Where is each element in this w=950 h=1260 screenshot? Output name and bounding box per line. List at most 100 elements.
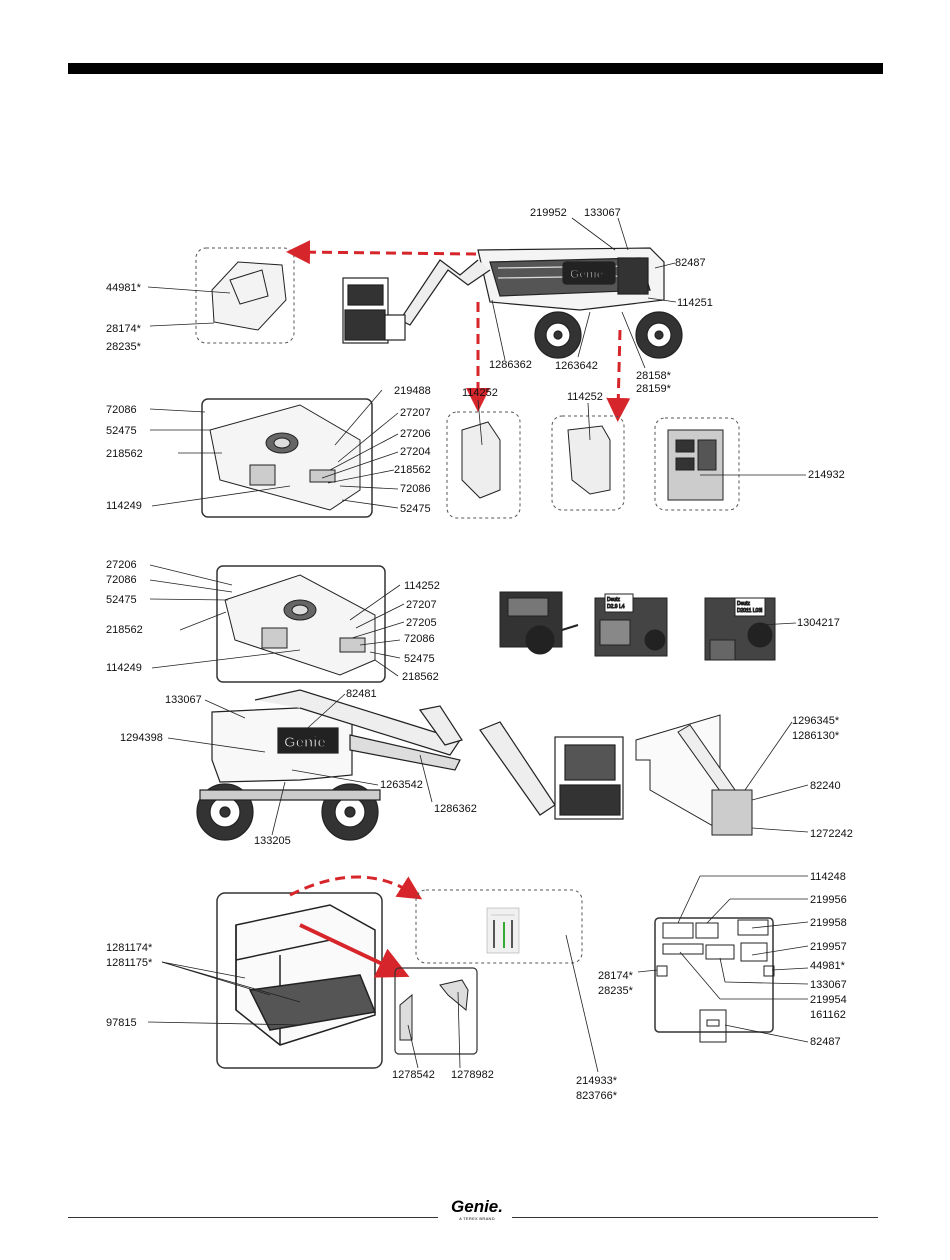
label-28159: 28159* <box>636 383 672 395</box>
detail-box-114252-a <box>446 411 521 519</box>
label-114249c: 114249 <box>106 662 142 674</box>
footer-rule-left <box>68 1217 438 1218</box>
leader-lines-3 <box>149 564 405 677</box>
leader-lines-4 <box>167 693 433 836</box>
label-133067-mid: 133067 <box>165 694 202 706</box>
turntable-frame-1 <box>201 398 373 518</box>
label-1281174: 1281174* <box>106 942 153 954</box>
engine-2: Deutz D2.9 L4 <box>594 593 668 657</box>
label-1286130: 1286130* <box>792 730 840 742</box>
bracket-part-b <box>567 425 611 495</box>
label-52475c: 52475 <box>106 594 137 606</box>
leader-lines-2 <box>149 389 399 509</box>
machine-rear-view: Genie <box>342 247 683 359</box>
label-1304217: 1304217 <box>797 617 840 629</box>
manual-detail-box <box>415 889 583 964</box>
label-82487-panel: 82487 <box>810 1036 841 1048</box>
callout-arrow-3 <box>606 329 631 422</box>
label-823766: 823766* <box>576 1090 618 1102</box>
header-rule <box>68 63 883 74</box>
label-1272242: 1272242 <box>810 828 853 840</box>
label-82487: 82487 <box>675 257 706 269</box>
detail-box-1 <box>195 247 295 344</box>
label-218562c: 218562 <box>106 624 143 636</box>
callout-arrow-1 <box>286 240 477 265</box>
leader-lines-6 <box>147 961 303 1026</box>
callout-arrow-4 <box>289 875 423 900</box>
label-114248: 114248 <box>810 871 846 883</box>
footer-logo: Genie. A TEREX BRAND <box>446 1198 508 1222</box>
detail-box-214932 <box>654 417 740 511</box>
label-1278982: 1278982 <box>451 1069 494 1081</box>
label-219958: 219958 <box>810 917 847 929</box>
detail-1-part <box>211 261 287 331</box>
label-72086b: 72086 <box>400 483 431 495</box>
label-114251: 114251 <box>677 297 713 309</box>
label-27206: 27206 <box>400 428 431 440</box>
manual-holder-frame <box>394 967 478 1055</box>
label-1263642: 1263642 <box>555 360 598 372</box>
label-52475b: 52475 <box>400 503 431 515</box>
label-1294398: 1294398 <box>120 732 163 744</box>
engine-1 <box>499 591 579 655</box>
label-72086c: 72086 <box>106 574 137 586</box>
platform-frame <box>216 892 383 1069</box>
label-28174-panel: 28174* <box>598 970 634 982</box>
genie-logo: Genie <box>570 267 604 281</box>
label-219954: 219954 <box>810 994 847 1006</box>
label-97815: 97815 <box>106 1017 137 1029</box>
label-1296345: 1296345* <box>792 715 840 727</box>
label-52475: 52475 <box>106 425 137 437</box>
leader-lines-5 <box>744 721 809 833</box>
leader-lines-7 <box>637 875 809 1043</box>
label-1278542: 1278542 <box>392 1069 435 1081</box>
label-114249: 114249 <box>106 500 142 512</box>
label-218562d: 218562 <box>402 671 439 683</box>
turntable-frame-2 <box>216 565 386 683</box>
label-214932: 214932 <box>808 469 845 481</box>
footer-tagline: A TEREX BRAND <box>459 1216 495 1221</box>
engine-decal-2: Deutz <box>737 601 751 607</box>
label-133067-panel: 133067 <box>810 979 847 991</box>
label-1286362-mid: 1286362 <box>434 803 477 815</box>
machine-side-view: Genie <box>196 689 624 841</box>
label-114252-a: 114252 <box>462 387 498 399</box>
label-214933: 214933* <box>576 1075 618 1087</box>
manual-document <box>486 907 520 954</box>
label-27204: 27204 <box>400 446 431 458</box>
label-133067: 133067 <box>584 207 621 219</box>
label-114252-b: 114252 <box>567 391 603 403</box>
label-44981-panel: 44981* <box>810 960 846 972</box>
label-219488: 219488 <box>394 385 431 397</box>
label-28174: 28174* <box>106 323 142 335</box>
engine-decal-1b: D2.9 L4 <box>607 604 625 610</box>
label-82481: 82481 <box>346 688 377 700</box>
control-box-part <box>667 429 724 501</box>
label-27207: 27207 <box>400 407 431 419</box>
engine-decal-1: Deutz <box>607 597 621 603</box>
label-27206c: 27206 <box>106 559 137 571</box>
label-219952: 219952 <box>530 207 567 219</box>
engine-3: Deutz D2011 L03i <box>704 597 776 661</box>
label-114252c: 114252 <box>404 580 440 592</box>
callout-arrow-5 <box>299 923 410 978</box>
manual-holder-parts <box>399 979 469 1041</box>
label-161162: 161162 <box>810 1009 846 1021</box>
detail-box-114252-b <box>551 415 625 511</box>
label-28158: 28158* <box>636 370 672 382</box>
leader-lines-1 <box>147 217 677 369</box>
turntable-part-2 <box>224 574 376 676</box>
label-218562: 218562 <box>106 448 143 460</box>
label-133205: 133205 <box>254 835 291 847</box>
bracket-part-a <box>461 421 501 499</box>
label-72086: 72086 <box>106 404 137 416</box>
jib-detail <box>635 714 753 836</box>
label-82240: 82240 <box>810 780 841 792</box>
label-1263542: 1263542 <box>380 779 423 791</box>
label-72086d: 72086 <box>404 633 435 645</box>
label-1286362: 1286362 <box>489 359 532 371</box>
label-219957: 219957 <box>810 941 847 953</box>
panel-decals <box>656 919 775 1043</box>
platform-basket <box>235 904 377 1046</box>
